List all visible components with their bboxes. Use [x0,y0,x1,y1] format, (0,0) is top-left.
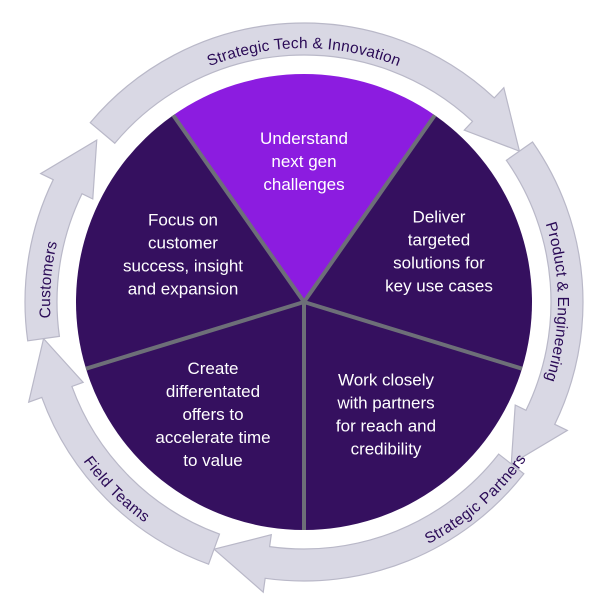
segment-label-line: Understand [260,129,348,148]
ring-arrow-1 [89,22,521,153]
ring-arrow-2 [505,141,584,466]
outer-ring [24,22,584,594]
segment-dividers [85,114,523,530]
segment-label-line: Work closely [338,371,435,390]
segment-label-understand: Understand next gen challenges [260,129,348,194]
segment-label-line: differentated [166,382,260,401]
segment-label-line: next gen [271,152,336,171]
segment-create [85,302,304,530]
segment-label-work: Work closely with partners for reach and cr… [336,371,436,459]
segment-label-line: Focus on [148,211,218,230]
segment-label-line: Create [187,359,238,378]
segment-divider-2 [302,114,437,304]
segment-label-create: Create differentated offers to accelerate t… [155,359,270,470]
pie-segments [75,73,532,530]
segment-label-line: offers to [182,405,243,424]
segment-divider-1 [171,114,306,304]
ring-arrow-5 [24,138,98,342]
segment-label-line: for reach and [336,417,436,436]
ring-arrow-4 [27,337,221,565]
segment-label-line: challenges [263,175,344,194]
segment-label-line: targeted [408,231,470,250]
segment-deliver [304,115,532,369]
segment-label-line: with partners [336,394,434,413]
segment-divider-5 [85,300,305,371]
segment-divider-3 [303,300,523,371]
segment-label-line: to value [183,451,243,470]
ring-arrow-3 [212,453,525,594]
segment-label-deliver: Deliver targeted solutions for key use case… [385,208,493,296]
segment-label-line: and expansion [128,280,239,299]
segment-label-line: key use cases [385,277,493,296]
segment-focus [75,115,304,369]
segment-label-line: solutions for [393,254,485,273]
segment-label-focus: Focus on customer success, insight and expa… [123,211,243,299]
segment-label-line: accelerate time [155,428,270,447]
segment-label-line: Deliver [413,208,466,227]
segment-label-line: credibility [351,440,422,459]
segment-label-line: success, insight [123,257,243,276]
segment-understand [173,73,435,302]
segment-work [304,302,523,530]
segment-label-line: customer [148,234,218,253]
